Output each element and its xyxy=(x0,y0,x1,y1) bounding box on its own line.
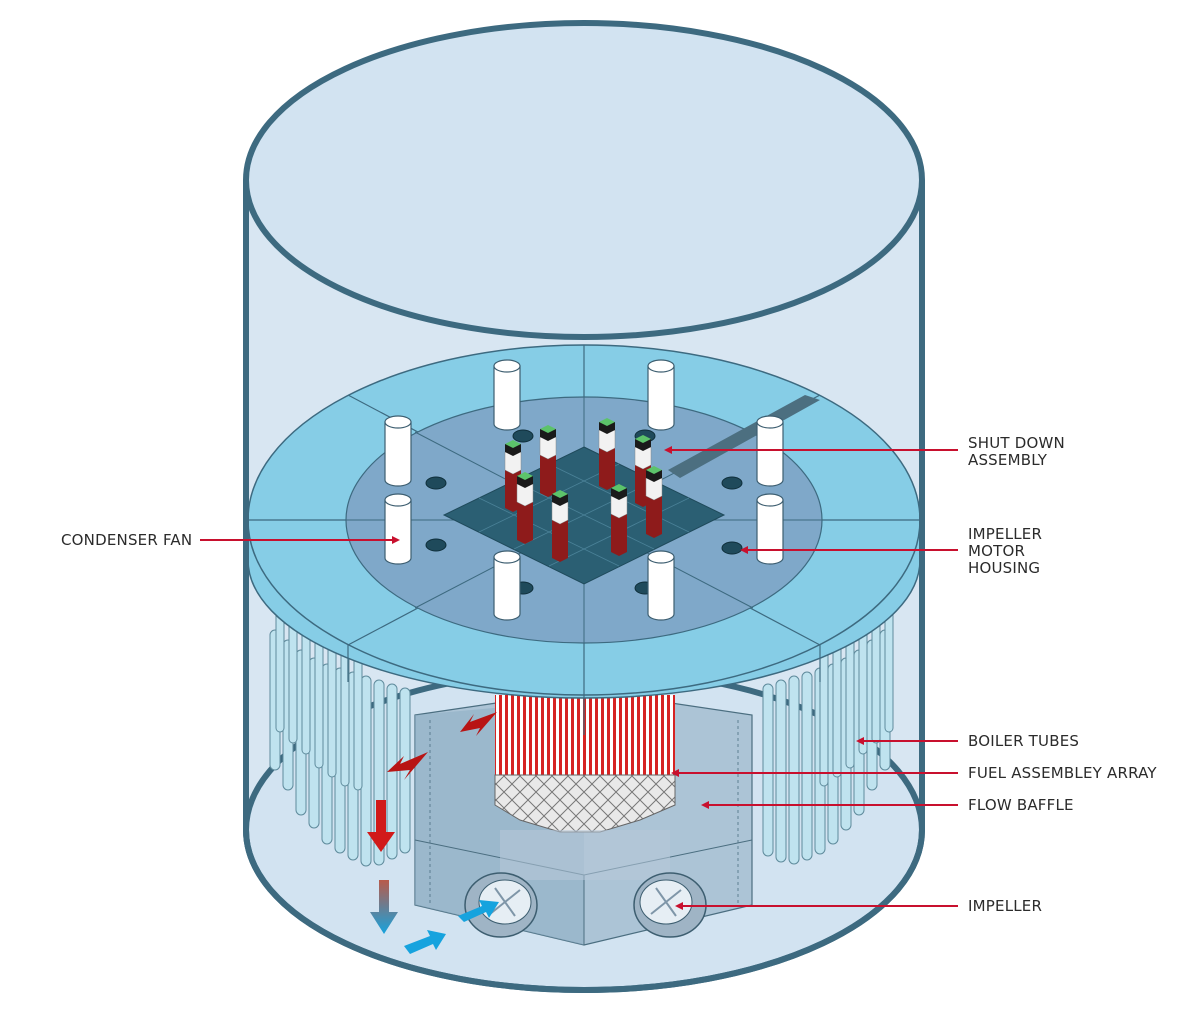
label-impeller-motor-housing: IMPELLER MOTOR HOUSING xyxy=(968,525,1043,577)
flow-arrow-blue-2 xyxy=(458,900,499,922)
leader-lines xyxy=(200,446,958,910)
label-shut-down-assembly: SHUT DOWN ASSEMBLY xyxy=(968,434,1065,469)
shutdown-rod-1 xyxy=(539,425,557,497)
shutdown-rod-8 xyxy=(551,490,569,562)
boiler-tubes-left xyxy=(269,611,411,867)
vessel-lid xyxy=(243,20,925,340)
flow-arrow-blue-1 xyxy=(404,930,446,954)
label-boiler-tubes: BOILER TUBES xyxy=(968,732,1080,750)
flow-arrow-gradient-down xyxy=(370,880,398,934)
shutdown-rod-6 xyxy=(516,472,534,544)
impeller-left xyxy=(464,872,538,938)
shutdown-rod-2 xyxy=(598,418,616,490)
shut-down-assemblies xyxy=(504,418,663,562)
label-condenser-fan: CONDENSER FAN xyxy=(61,531,193,549)
shutdown-rod-5 xyxy=(645,466,663,538)
flow-arrow-red-down xyxy=(367,800,395,852)
condenser-pillars xyxy=(384,359,784,621)
shutdown-rod-7 xyxy=(610,484,628,556)
flow-arrows xyxy=(367,712,499,954)
label-flow-baffle: FLOW BAFFLE xyxy=(968,796,1074,814)
fuel-assembly-array xyxy=(494,695,676,880)
label-fuel-assembly-array: FUEL ASSEMBLEY ARRAY xyxy=(968,764,1157,782)
flow-arrow-red-2 xyxy=(387,752,428,780)
label-impeller: IMPELLER xyxy=(968,897,1043,915)
flow-arrow-red-1 xyxy=(460,712,497,736)
